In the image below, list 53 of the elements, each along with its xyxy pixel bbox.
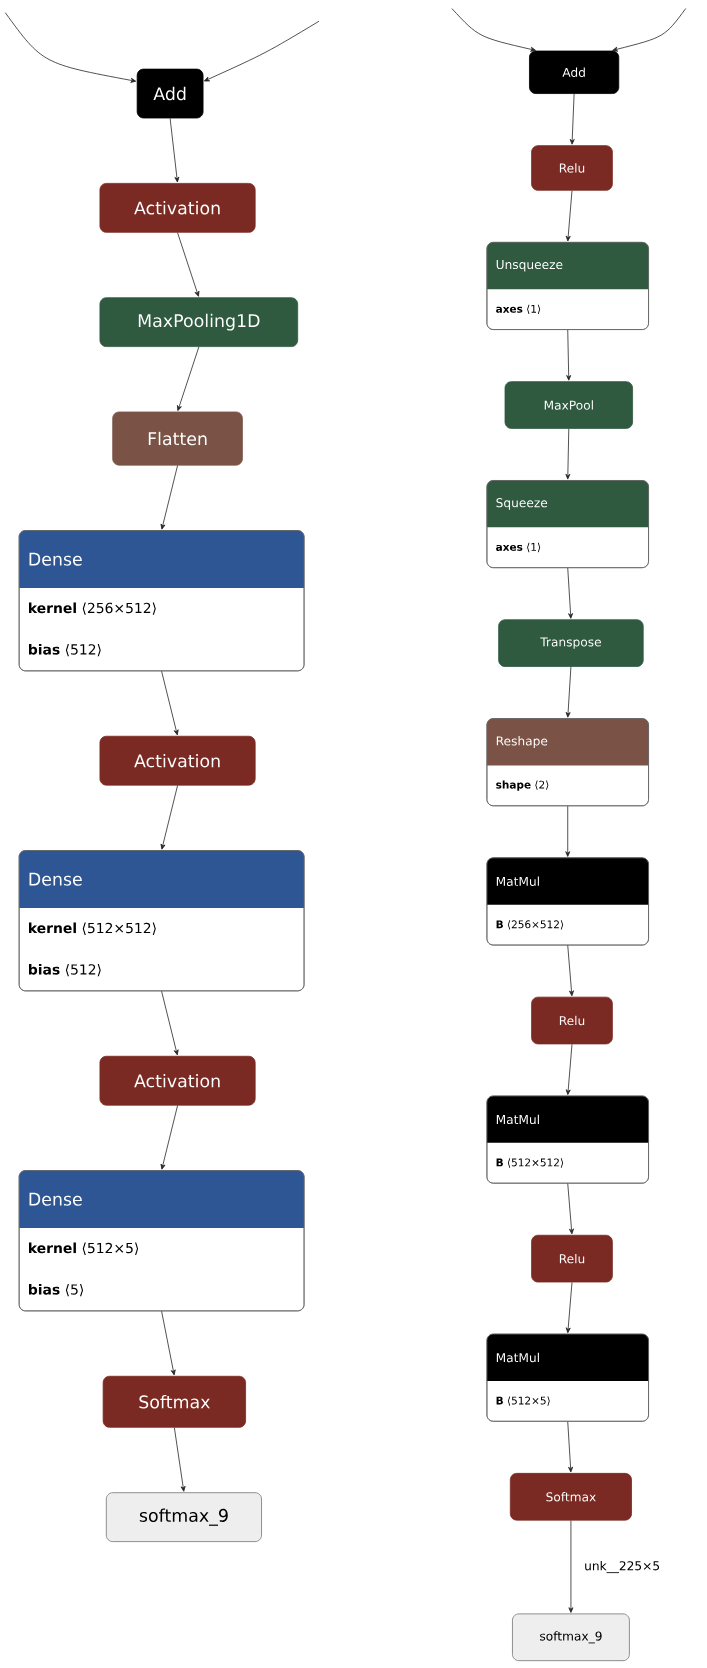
arrow: [567, 1183, 574, 1235]
arrow: [161, 1310, 176, 1376]
arrow: [204, 20, 320, 82]
arrow: [565, 190, 573, 242]
arrow: [566, 329, 572, 381]
operator-box: softmax_9: [105, 1492, 262, 1542]
arrow: [567, 1421, 574, 1473]
arrow: [173, 1427, 186, 1492]
operator-box: softmax_9: [512, 1613, 630, 1662]
operator-box: MatMul B ⟨512×5⟩: [486, 1333, 649, 1422]
arrow: [161, 670, 179, 736]
arrow: [569, 93, 575, 145]
operator-box: Squeeze axes ⟨1⟩: [486, 480, 649, 569]
arrow: [160, 785, 178, 850]
arrow: [177, 346, 200, 411]
arrow: [565, 666, 572, 718]
arrow: [612, 8, 687, 52]
arrow: [565, 428, 571, 480]
arrow: [160, 465, 178, 530]
arrow: [161, 990, 179, 1056]
operator-box: Flatten: [112, 411, 243, 466]
arrow: [567, 567, 574, 619]
operator-box: Activation: [99, 735, 256, 786]
operator-box: Reshape shape ⟨2⟩: [486, 718, 649, 807]
operator-box: Relu: [531, 1234, 613, 1283]
arrow: [565, 1043, 573, 1095]
arrow: [169, 118, 180, 183]
arrow: [177, 232, 200, 297]
arrow: [567, 945, 574, 997]
arrow: [4, 12, 137, 83]
operator-box: Dense kernel ⟨256×512⟩ bias ⟨512⟩: [18, 530, 305, 672]
edge-label: unk__225×5: [583, 1559, 662, 1575]
arrow: [565, 1282, 573, 1334]
operator-box: MatMul B ⟨256×512⟩: [486, 857, 649, 946]
operator-box: Dense kernel ⟨512×512⟩ bias ⟨512⟩: [18, 850, 305, 992]
operator-box: Activation: [99, 1055, 256, 1106]
operator-box: Relu: [531, 145, 613, 191]
arrow: [451, 8, 536, 52]
operator-box: Transpose: [498, 619, 644, 667]
operator-box: Relu: [531, 996, 613, 1045]
operator-box: MaxPool: [504, 381, 633, 429]
operator-box: MatMul B ⟨512×512⟩: [486, 1095, 649, 1184]
operator-box: Softmax: [509, 1472, 632, 1521]
operator-box: Softmax: [102, 1375, 246, 1428]
arrow: [160, 1105, 178, 1170]
operator-box: MaxPooling1D: [99, 297, 299, 347]
operator-box: Add: [136, 68, 204, 119]
arrow: [565, 805, 571, 857]
operator-box: Unsqueeze axes ⟨1⟩: [486, 241, 649, 330]
operator-box: Dense kernel ⟨512×5⟩ bias ⟨5⟩: [18, 1170, 305, 1312]
operator-box: Add: [529, 50, 620, 94]
arrow: [568, 1520, 574, 1613]
operator-box: Activation: [99, 183, 256, 233]
